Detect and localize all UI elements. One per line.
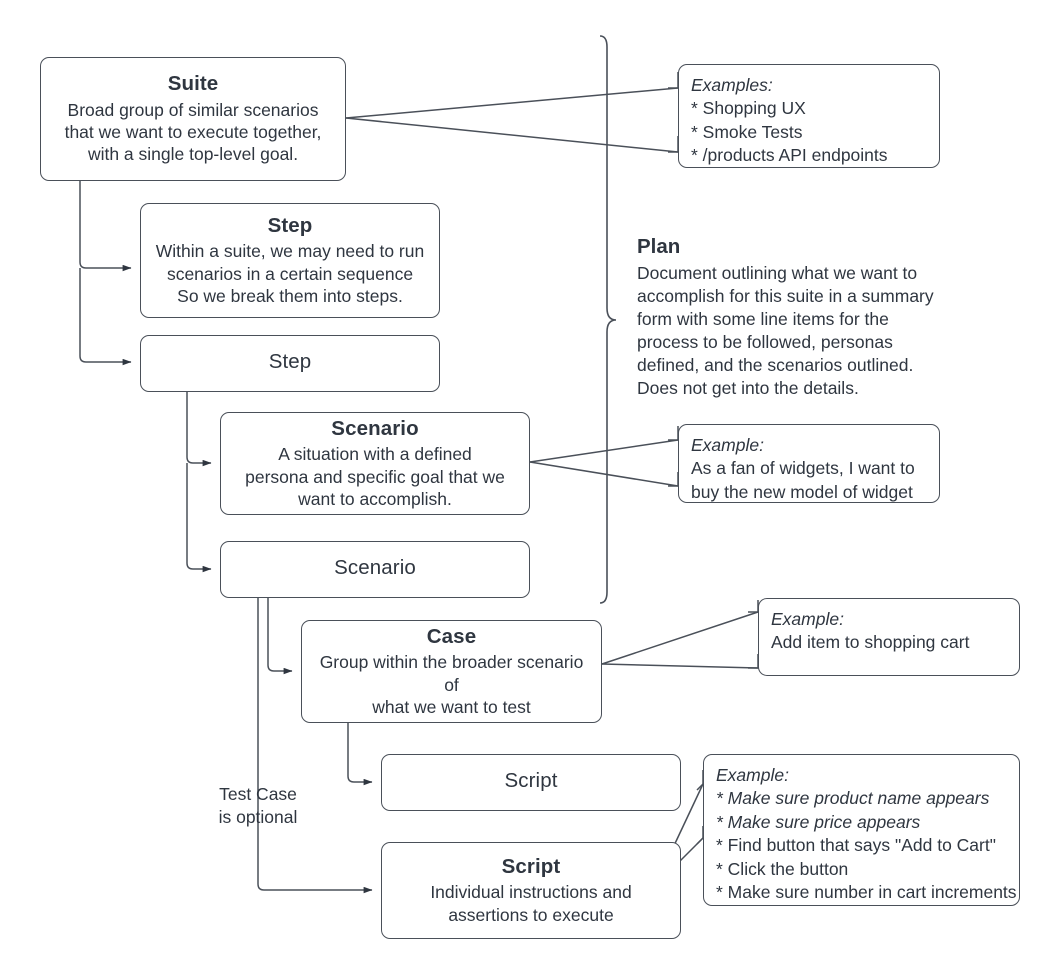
list-item: Add item to shopping cart [771, 632, 970, 653]
notch-scenario-example-lower [668, 472, 679, 487]
node-script-2[interactable]: Script Individual instructions and asser… [381, 842, 681, 939]
node-step-1-line-2: scenarios in a certain sequence [166, 263, 414, 284]
edge-scenario2-case [267, 598, 293, 675]
node-suite[interactable]: Suite Broad group of similar scenarios t… [40, 57, 346, 181]
annotation-plan-line-5: defined, and the scenarios outlined. [637, 355, 914, 376]
node-scenario-1-line-3: want to accomplish. [298, 488, 452, 509]
node-scenario-1-line-2: persona and specific goal that we [245, 466, 505, 487]
list-item: * Make sure number in cart increments [716, 882, 1017, 903]
leader-case-example-upper [601, 611, 759, 665]
edge-suite-step1 [79, 181, 132, 272]
node-script-1[interactable]: Script [381, 754, 681, 811]
callout-case-example[interactable]: Example: Add item to shopping cart [758, 598, 1020, 676]
list-item: * Make sure product name appears [716, 788, 990, 809]
node-suite-line-3: with a single top-level goal. [87, 144, 299, 165]
node-case-body: Group within the broader scenario of wha… [302, 651, 601, 718]
annotation-plan-line-2: accomplish for this suite in a summary [637, 285, 934, 306]
callout-suite-examples[interactable]: Examples: * Shopping UX * Smoke Tests * … [678, 64, 940, 168]
leader-case-example-lower [601, 663, 759, 669]
annotation-plan-title: Plan [637, 235, 681, 258]
node-step-1-line-1: Within a suite, we may need to run [155, 241, 425, 262]
callout-case-example-lead: Example: [771, 609, 844, 629]
node-scenario-1-line-1: A situation with a defined [278, 444, 472, 465]
leader-suite-examples-lower [345, 117, 679, 153]
node-case-line-1: Group within the broader scenario of [319, 652, 584, 695]
annotation-plan-line-6: Does not get into the details. [637, 378, 859, 399]
notch-suite-examples-upper [668, 72, 679, 89]
callout-scenario-example-lead: Example: [691, 435, 764, 455]
notch-suite-examples-lower [668, 136, 679, 153]
notch-case-example-lower [748, 654, 759, 669]
edge-case-script1 [347, 723, 373, 786]
node-step-1-line-3: So we break them into steps. [177, 285, 403, 306]
annotation-plan-body: Document outlining what we want to accom… [637, 262, 957, 401]
node-script-2-line-1: Individual instructions and [430, 882, 632, 903]
annotation-test-case-optional: Test Case is optional [198, 783, 318, 829]
node-suite-body: Broad group of similar scenarios that we… [57, 99, 330, 166]
node-suite-line-1: Broad group of similar scenarios [67, 99, 319, 120]
node-scenario-1[interactable]: Scenario A situation with a defined pers… [220, 412, 530, 515]
node-case[interactable]: Case Group within the broader scenario o… [301, 620, 602, 723]
list-item: * Make sure price appears [716, 811, 921, 832]
node-step-1-title: Step [267, 213, 313, 237]
edge-step2-scenario2 [186, 463, 212, 573]
callout-scenario-example-list: As a fan of widgets, I want to buy the n… [691, 457, 929, 504]
edge-step2-scenario1 [186, 392, 212, 467]
callout-script-example-list: * Make sure product name appears * Make … [716, 787, 1017, 904]
node-step-1[interactable]: Step Within a suite, we may need to run … [140, 203, 440, 318]
annotation-plan: Plan Document outlining what we want to … [637, 234, 957, 400]
node-scenario-2[interactable]: Scenario [220, 541, 530, 598]
list-item: * Shopping UX [691, 98, 806, 119]
node-script-2-line-2: assertions to execute [448, 904, 614, 925]
list-item: * Click the button [716, 858, 849, 879]
list-item: * Smoke Tests [691, 121, 803, 142]
notch-case-example-upper [748, 600, 759, 613]
node-step-1-body: Within a suite, we may need to run scena… [148, 240, 432, 307]
list-item: buy the new model of widget [691, 481, 913, 502]
annotation-plan-line-4: process to be followed, personas [637, 331, 893, 352]
annotation-plan-line-1: Document outlining what we want to [637, 262, 918, 283]
node-suite-line-2: that we want to execute together, [64, 122, 322, 143]
node-case-title: Case [426, 624, 477, 648]
callout-script-example-lead: Example: [716, 765, 789, 785]
node-suite-title: Suite [167, 72, 219, 96]
annotation-plan-line-3: form with some line items for the [637, 308, 889, 329]
list-item: * /products API endpoints [691, 145, 888, 166]
node-scenario-1-title: Scenario [331, 416, 419, 440]
notch-scenario-example-upper [668, 426, 679, 441]
leader-scenario-example-lower [529, 461, 679, 487]
node-case-line-2: what we want to test [372, 696, 531, 717]
node-scenario-2-title: Scenario [334, 556, 416, 580]
leader-suite-examples-upper [345, 87, 679, 119]
node-script-2-body: Individual instructions and assertions t… [422, 881, 639, 926]
node-script-2-title: Script [501, 854, 561, 878]
list-item: As a fan of widgets, I want to [691, 458, 915, 479]
node-script-1-title: Script [504, 769, 558, 793]
callout-case-example-list: Add item to shopping cart [771, 631, 1009, 654]
node-step-2[interactable]: Step [140, 335, 440, 392]
callout-suite-examples-lead: Examples: [691, 75, 773, 95]
callout-script-example[interactable]: Example: * Make sure product name appear… [703, 754, 1020, 906]
callout-suite-examples-list: * Shopping UX * Smoke Tests * /products … [691, 97, 929, 167]
node-scenario-1-body: A situation with a defined persona and s… [237, 443, 513, 510]
annotation-test-case-optional-line-1: Test Case [219, 784, 297, 804]
annotation-test-case-optional-line-2: is optional [218, 806, 298, 827]
node-step-2-title: Step [268, 350, 312, 374]
callout-scenario-example[interactable]: Example: As a fan of widgets, I want to … [678, 424, 940, 503]
list-item: * Find button that says "Add to Cart" [716, 835, 996, 856]
leader-scenario-example-upper [529, 439, 679, 463]
edge-suite-step2 [79, 268, 132, 366]
plan-brace [599, 35, 617, 604]
